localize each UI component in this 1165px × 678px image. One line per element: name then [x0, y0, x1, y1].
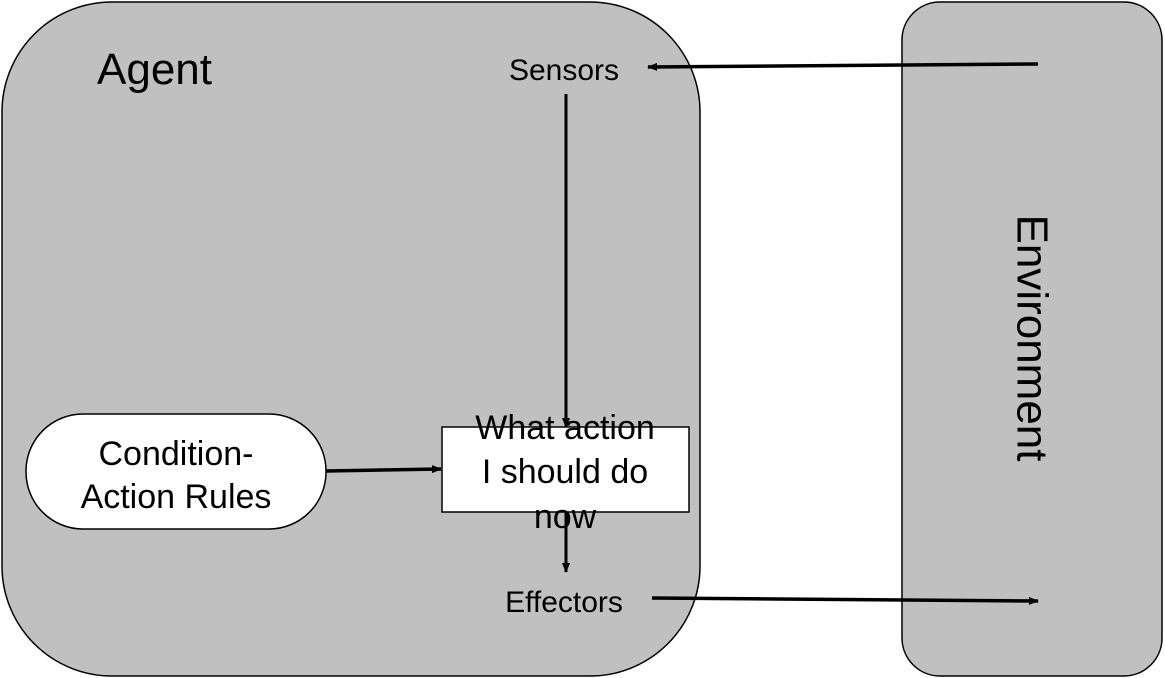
condition-action-rules-node: [25, 413, 327, 530]
agent-container: [1, 1, 701, 677]
decision-label-line2: I should do: [482, 453, 648, 491]
sensors-label: Sensors: [509, 54, 619, 87]
effectors-label: Effectors: [505, 586, 623, 619]
edge-effectors-to-environment: [651, 596, 1039, 605]
rules-label-line1: Condition-: [99, 435, 254, 473]
rules-label-line2: Action Rules: [81, 478, 272, 516]
agent-label: Agent: [97, 45, 212, 94]
environment-container: [901, 1, 1163, 677]
edge-rules-to-decision: [325, 465, 442, 474]
edge-environment-to-sensors: [647, 62, 1039, 71]
environment-label: Environment: [1008, 214, 1057, 461]
